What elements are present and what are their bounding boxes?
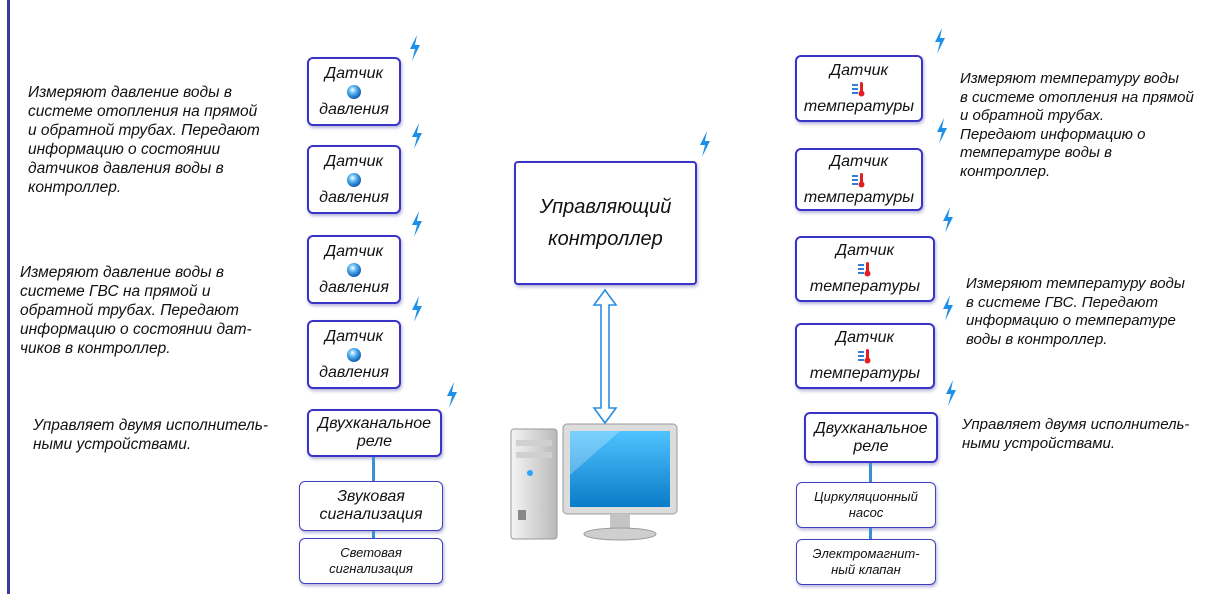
right-description-relay: Управляет двумя исполнитель- ными устрой…: [962, 416, 1190, 452]
sensor-label-bottom: температуры: [803, 188, 915, 206]
output-label: Электромагнит- ный клапан: [812, 546, 920, 577]
control-controller: Управляющий контроллер: [514, 161, 697, 285]
wireless-bolt-icon: [447, 382, 457, 408]
sensor-label-top: Датчик: [829, 61, 889, 79]
output-label: Циркуляционный насос: [814, 489, 918, 520]
temperature-sensor-icon: [852, 172, 865, 187]
wireless-bolt-icon: [412, 123, 422, 149]
sensor-label-top: Датчик: [829, 152, 889, 170]
wireless-bolt-icon: [935, 28, 945, 54]
bidirectional-arrow: [592, 288, 618, 425]
pressure-sensor-icon: [347, 84, 361, 99]
wireless-bolt-icon: [412, 211, 422, 237]
pressure-sensor-2: Датчик давления: [307, 145, 401, 214]
wireless-bolt-icon: [943, 295, 953, 321]
right-circulation-pump: Циркуляционный насос: [796, 482, 936, 528]
sensor-label-top: Датчик: [324, 64, 384, 82]
pressure-sensor-icon: [347, 347, 361, 362]
right-description-hws-temperature: Измеряют температуру воды в системе ГВС.…: [966, 275, 1185, 348]
wireless-bolt-icon: [700, 131, 710, 157]
computer-icon: [510, 423, 678, 541]
output-label: Звуковая сигнализация: [319, 488, 423, 523]
right-relay-connector-1: [869, 463, 872, 483]
controller-label: Управляющий контроллер: [539, 196, 672, 250]
pressure-sensor-1: Датчик давления: [307, 57, 401, 126]
sensor-label-bottom: давления: [319, 363, 389, 381]
wireless-bolt-icon: [412, 296, 422, 322]
pressure-sensor-4: Датчик давления: [307, 320, 401, 389]
right-relay-connector-2: [869, 528, 872, 540]
sensor-label-top: Датчик: [324, 152, 384, 170]
sensor-label-top: Датчик: [835, 329, 895, 346]
right-description-heating-temperature: Измеряют температуру воды в системе отоп…: [960, 70, 1194, 180]
sensor-label-top: Датчик: [835, 242, 895, 259]
sensor-label-top: Датчик: [324, 242, 384, 260]
sensor-label-top: Датчик: [324, 327, 384, 345]
temperature-sensor-2: Датчик температуры: [795, 148, 923, 211]
sensor-label-bottom: температуры: [803, 97, 915, 115]
left-light-alarm: Световая сигнализация: [299, 538, 443, 584]
sensor-label-bottom: давления: [319, 188, 389, 206]
wireless-bolt-icon: [410, 35, 420, 61]
left-description-hws-pressure: Измеряют давление воды в системе ГВС на …: [20, 264, 252, 357]
relay-label: Двухканальное реле: [814, 419, 928, 455]
left-description-heating-pressure: Измеряют давление воды в системе отоплен…: [28, 84, 260, 196]
pressure-sensor-icon: [347, 172, 361, 187]
temperature-sensor-4: Датчик температуры: [795, 323, 935, 389]
wireless-bolt-icon: [937, 118, 947, 144]
temperature-sensor-icon: [852, 81, 865, 96]
wireless-bolt-icon: [946, 380, 956, 406]
relay-label: Двухканальное реле: [317, 415, 432, 450]
pressure-sensor-3: Датчик давления: [307, 235, 401, 304]
temperature-sensor-icon: [858, 262, 871, 277]
sensor-label-bottom: температуры: [809, 365, 921, 382]
left-two-channel-relay: Двухканальное реле: [307, 409, 442, 457]
right-two-channel-relay: Двухканальное реле: [804, 412, 938, 463]
left-relay-connector-2: [372, 531, 375, 539]
wireless-bolt-icon: [943, 207, 953, 233]
temperature-sensor-icon: [858, 349, 871, 364]
left-relay-connector-1: [372, 457, 375, 482]
pressure-sensor-icon: [347, 262, 361, 277]
temperature-sensor-3: Датчик температуры: [795, 236, 935, 302]
right-solenoid-valve: Электромагнит- ный клапан: [796, 539, 936, 585]
sensor-label-bottom: давления: [319, 100, 389, 118]
output-label: Световая сигнализация: [329, 545, 413, 576]
temperature-sensor-1: Датчик температуры: [795, 55, 923, 122]
left-description-relay: Управляет двумя исполнитель- ными устрой…: [33, 417, 269, 453]
left-border-line: [7, 0, 10, 594]
sensor-label-bottom: температуры: [809, 278, 921, 295]
sensor-label-bottom: давления: [319, 278, 389, 296]
left-sound-alarm: Звуковая сигнализация: [299, 481, 443, 531]
